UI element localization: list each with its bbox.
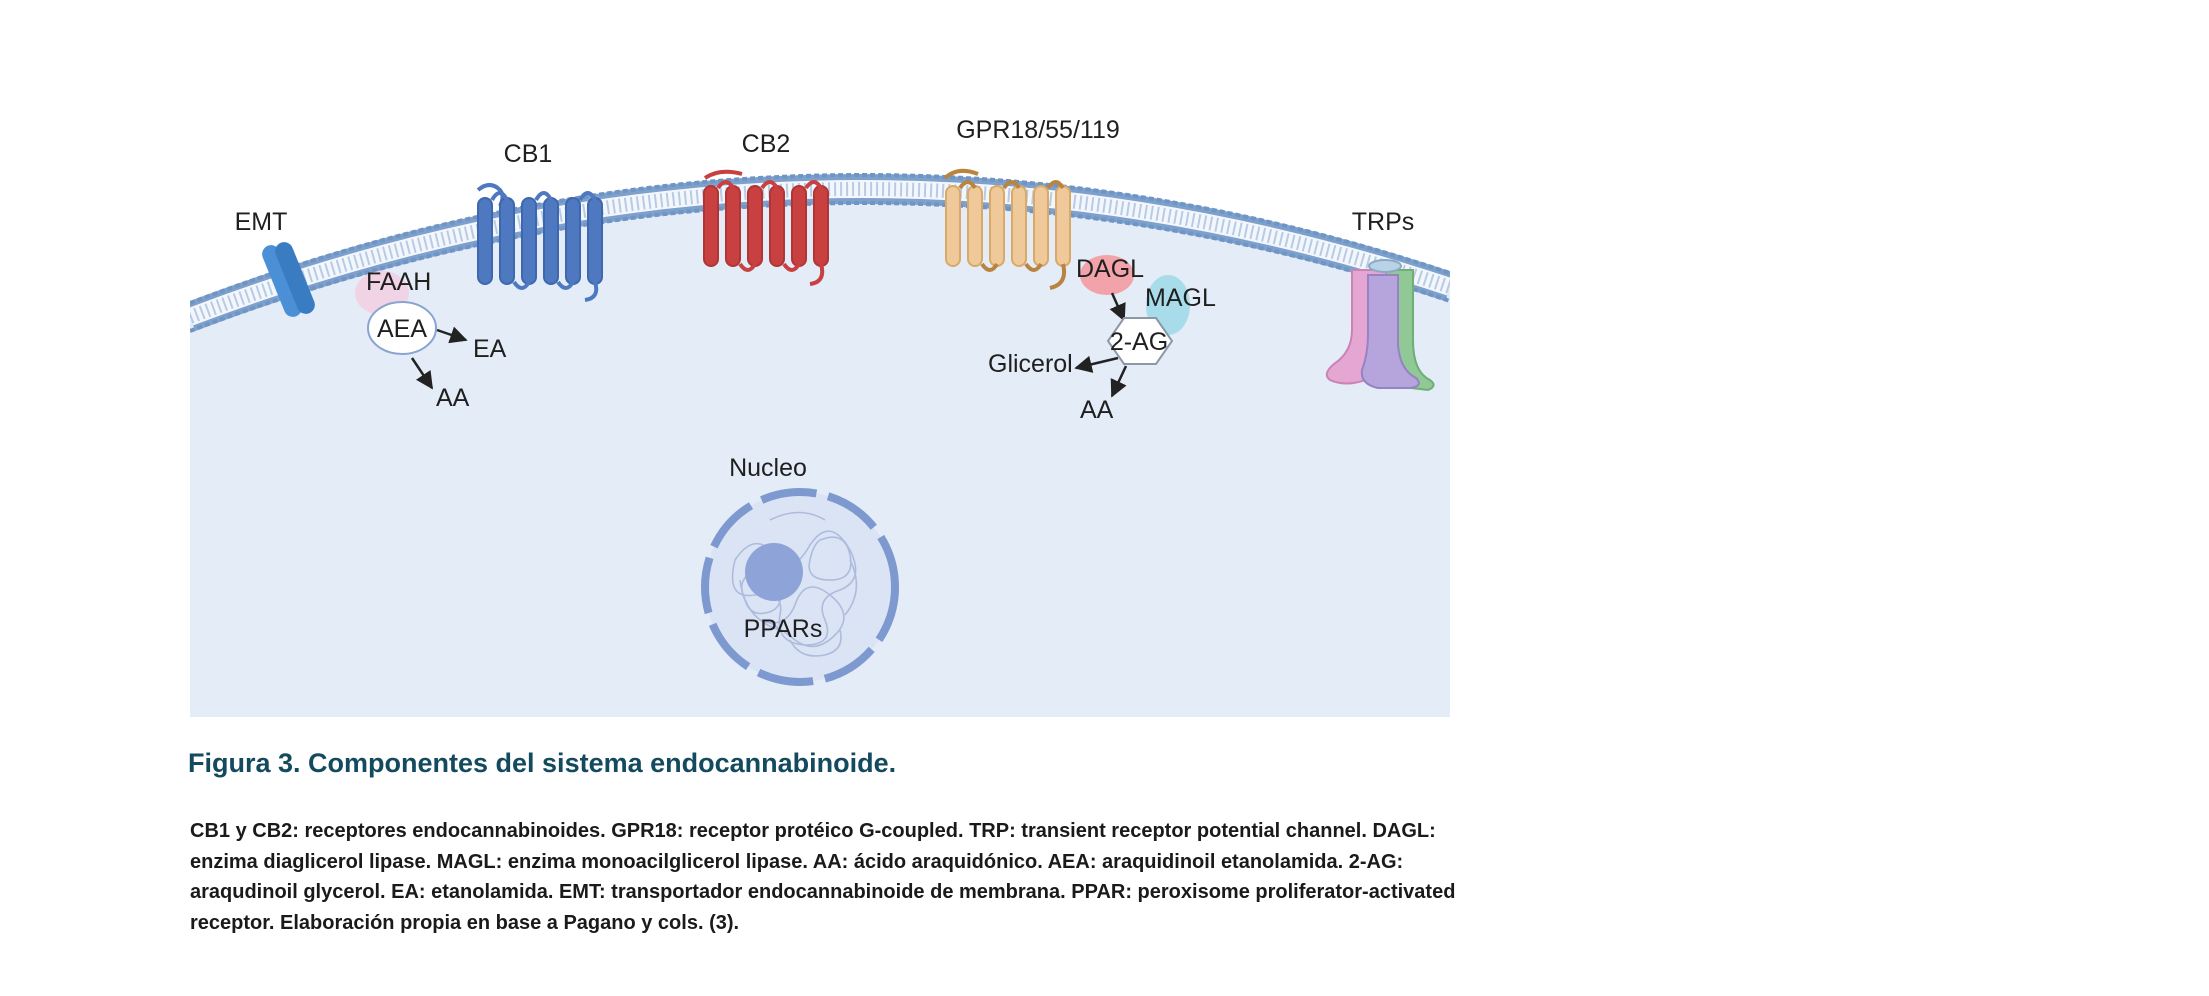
cb1-label: CB1 xyxy=(504,140,553,168)
magl-label: MAGL xyxy=(1145,284,1216,312)
nucleo-label: Nucleo xyxy=(729,454,807,482)
emt-transporter xyxy=(262,242,315,317)
gpr-label: GPR18/55/119 xyxy=(956,116,1120,144)
arrow-aea-ea xyxy=(436,326,468,344)
cb2-receptor xyxy=(703,169,829,286)
aea-label: AEA xyxy=(377,315,427,343)
glicerol-label: Glicerol xyxy=(988,350,1073,378)
two-ag-molecule xyxy=(1106,317,1174,365)
arrow-2ag-aa xyxy=(1110,365,1128,398)
dagl-label: DAGL xyxy=(1076,255,1144,283)
arrow-dagl-2ag xyxy=(1109,292,1126,322)
aa-right-label: AA xyxy=(1080,396,1114,424)
arrow-aea-aa xyxy=(410,357,434,390)
dagl-enzyme xyxy=(1080,255,1134,295)
arrow-2ag-glicerol xyxy=(1074,355,1119,373)
gpr-receptor xyxy=(943,168,1071,290)
cb1-receptor xyxy=(476,183,603,302)
emt-label: EMT xyxy=(235,208,288,236)
aea-molecule xyxy=(367,301,437,355)
aa-left-label: AA xyxy=(436,384,470,412)
nucleus xyxy=(701,488,899,686)
trp-channels xyxy=(1325,259,1435,392)
trps-label: TRPs xyxy=(1352,208,1415,236)
cb2-label: CB2 xyxy=(742,130,791,158)
ppars-label: PPARs xyxy=(744,615,823,643)
two-ag-label: 2-AG xyxy=(1110,328,1168,356)
figure-caption-text: CB1 y CB2: receptores endocannabinoides.… xyxy=(190,820,1456,934)
ea-label: EA xyxy=(473,335,507,363)
figure-caption-title: Figura 3. Componentes del sistema endoca… xyxy=(188,748,897,778)
faah-label: FAAH xyxy=(366,268,431,296)
